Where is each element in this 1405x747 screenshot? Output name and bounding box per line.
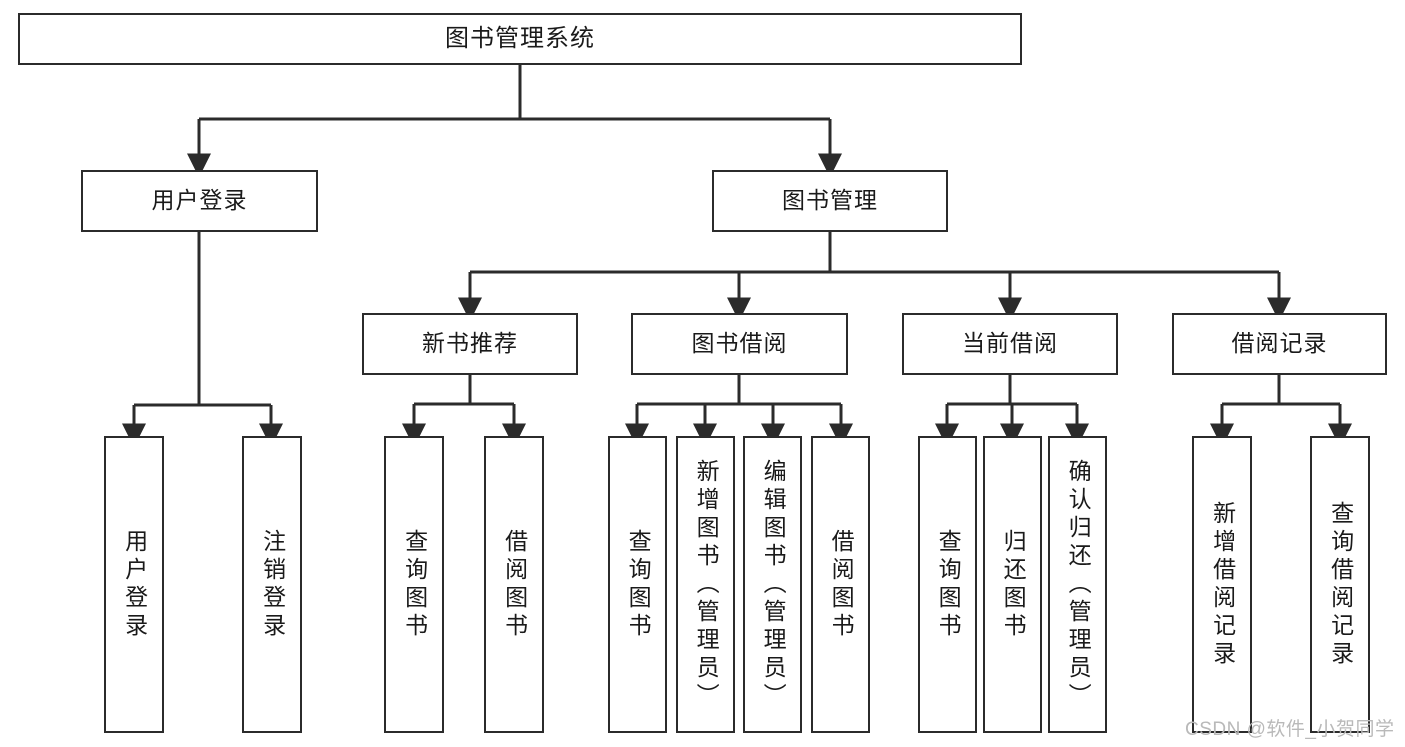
node-user-login[interactable]: 用户登录	[81, 170, 318, 232]
leaf-label: 查询借阅记录	[1327, 500, 1354, 669]
leaf-label: 借阅图书	[501, 528, 528, 641]
leaf-confirm-return[interactable]: 确认归还（管理员）	[1048, 436, 1107, 733]
leaf-add-book[interactable]: 新增图书（管理员）	[676, 436, 735, 733]
leaf-query-book-1[interactable]: 查询图书	[384, 436, 444, 733]
leaf-label: 新增借阅记录	[1209, 500, 1236, 669]
node-root[interactable]: 图书管理系统	[18, 13, 1022, 65]
leaf-label: 编辑图书（管理员）	[760, 458, 787, 711]
leaf-add-record[interactable]: 新增借阅记录	[1192, 436, 1252, 733]
leaf-label: 查询图书	[625, 528, 652, 641]
node-new-book-recommend[interactable]: 新书推荐	[362, 313, 578, 375]
leaf-logout[interactable]: 注销登录	[242, 436, 302, 733]
leaf-label: 确认归还（管理员）	[1065, 458, 1092, 711]
node-book-management[interactable]: 图书管理	[712, 170, 948, 232]
node-borrow-record[interactable]: 借阅记录	[1172, 313, 1387, 375]
leaf-edit-book[interactable]: 编辑图书（管理员）	[743, 436, 802, 733]
leaf-return-book[interactable]: 归还图书	[983, 436, 1042, 733]
leaf-user-login[interactable]: 用户登录	[104, 436, 164, 733]
leaf-borrow-book-2[interactable]: 借阅图书	[811, 436, 870, 733]
leaf-label: 新增图书（管理员）	[693, 458, 720, 711]
node-book-borrow[interactable]: 图书借阅	[631, 313, 848, 375]
leaf-label: 归还图书	[1000, 528, 1027, 641]
leaf-label: 借阅图书	[828, 528, 855, 641]
leaf-label: 注销登录	[259, 528, 286, 641]
leaf-query-book-3[interactable]: 查询图书	[918, 436, 977, 733]
node-current-borrow[interactable]: 当前借阅	[902, 313, 1118, 375]
leaf-query-record[interactable]: 查询借阅记录	[1310, 436, 1370, 733]
csdn-watermark: CSDN @软件_小贺同学	[1185, 719, 1395, 740]
leaf-label: 查询图书	[401, 528, 428, 641]
leaf-borrow-book-1[interactable]: 借阅图书	[484, 436, 544, 733]
leaf-label: 查询图书	[935, 528, 962, 641]
leaf-label: 用户登录	[121, 528, 148, 641]
leaf-query-book-2[interactable]: 查询图书	[608, 436, 667, 733]
